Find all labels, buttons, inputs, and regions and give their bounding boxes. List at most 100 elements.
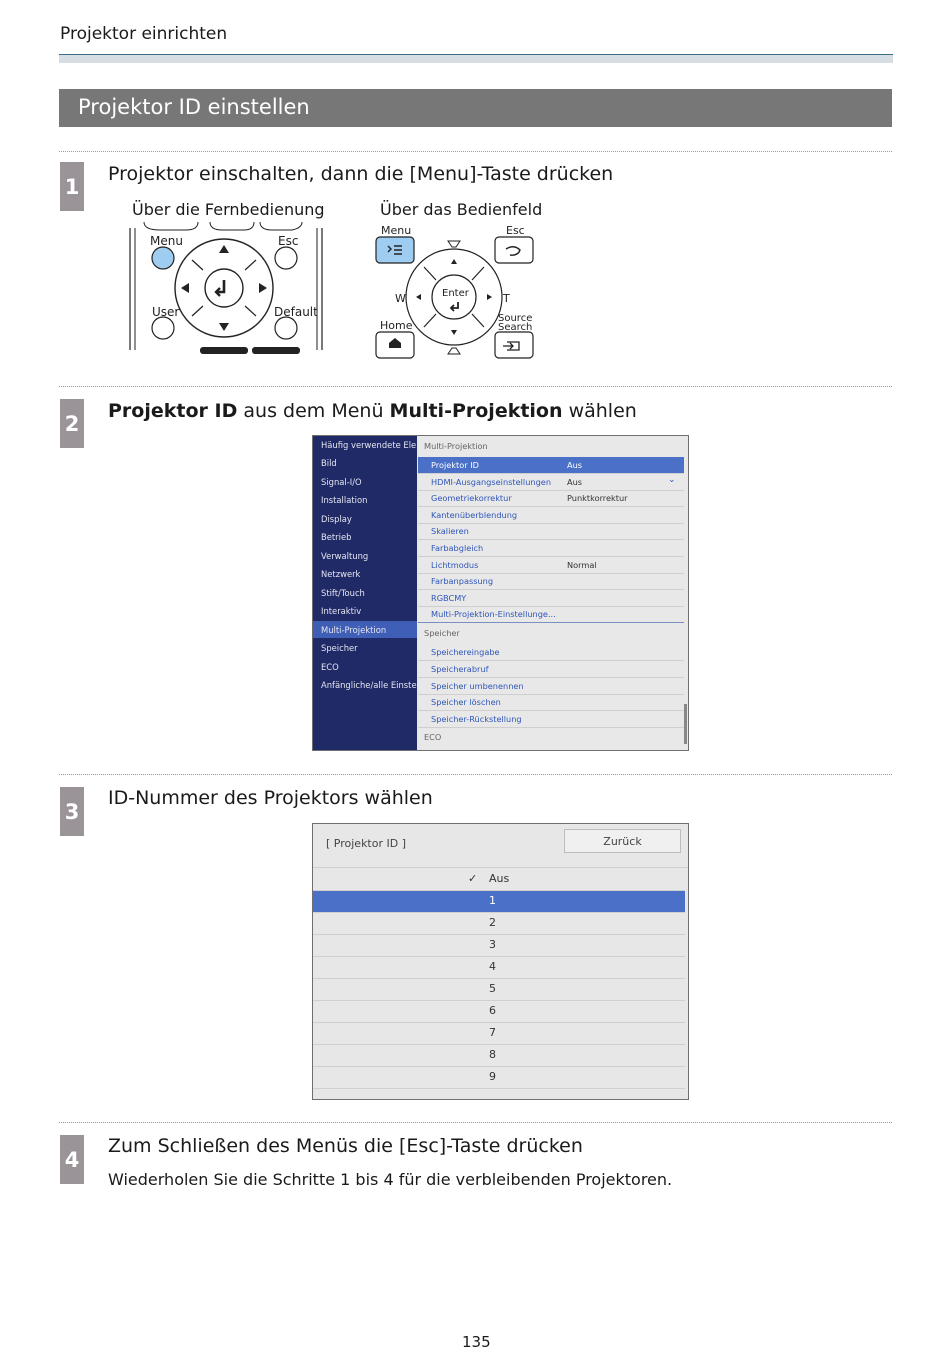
menu-row[interactable]: Speicher-Rückstellung [418,711,684,728]
menu-scrollbar[interactable] [684,704,687,744]
menu-row-label: Skalieren [431,526,469,536]
menu-row[interactable]: Speicher umbenennen [418,678,684,695]
remote-menu-button[interactable] [151,246,175,270]
remote-user-button[interactable] [151,316,175,340]
menu-row[interactable]: RGBCMY [418,590,684,607]
enter-icon [449,302,459,312]
keystone-icon [447,240,461,355]
menu-row[interactable]: Farbabgleich [418,540,684,557]
id-option[interactable]: 8 [313,1045,685,1067]
id-option-label: 5 [489,982,496,995]
back-button[interactable]: Zurück [564,829,681,853]
menu-left-item[interactable]: Bild [321,458,337,468]
menu-left-item[interactable]: Display [321,514,352,524]
id-option-label: 8 [489,1048,496,1061]
section-title-bar [59,89,892,127]
menu-row-label: Projektor ID [431,460,479,470]
menu-row-label: Speicher umbenennen [431,681,524,691]
step-2-title-mid: aus dem Menü [237,400,390,422]
menu-row-value: Punktkorrektur [567,493,628,503]
menu-left-item[interactable]: Speicher [321,643,358,653]
menu-left-item[interactable]: Verwaltung [321,551,369,561]
menu-right-header: Multi-Projektion [424,441,488,451]
remote-default-button[interactable] [274,316,298,340]
menu-row[interactable]: Speicherabruf [418,661,684,678]
menu-row[interactable]: Multi-Projektion-Einstellunge... [418,606,684,623]
menu-row-label: Speicher löschen [431,697,501,707]
menu-row[interactable]: Speichereingabe [418,644,684,661]
menu-row-label: Farbabgleich [431,543,484,553]
menu-row[interactable]: Kantenüberblendung [418,507,684,524]
id-option[interactable]: 5 [313,979,685,1001]
menu-left-item[interactable]: Installation [321,495,368,505]
menu-left-item[interactable]: Häufig verwendete Ele... [321,440,425,450]
step-number-3: 3 [60,787,84,836]
menu-left-item[interactable]: ECO [321,662,339,672]
step-divider [59,151,892,152]
section-title: Projektor ID einstellen [78,95,310,119]
menu-row-label: Speichereingabe [431,647,500,657]
menu-left-item[interactable]: Interaktiv [321,606,362,616]
id-option-label: 2 [489,916,496,929]
id-option-label: 7 [489,1026,496,1039]
id-option-selected[interactable]: 1 [313,891,685,913]
menu-row-label: Speicherabruf [431,664,489,674]
id-option-label: 9 [489,1070,496,1083]
configuration-menu-screenshot: Häufig verwendete Ele... Bild Signal-I/O… [312,435,689,751]
id-option[interactable]: 3 [313,935,685,957]
menu-row-label: RGBCMY [431,593,467,603]
menu-row[interactable]: Skalieren [418,523,684,540]
right-arrow-icon [259,283,267,293]
remote-esc-button[interactable] [274,246,298,270]
remote-control-illustration: Menu Esc User Default [129,222,323,354]
panel-enter-label: Enter [442,288,470,299]
id-option[interactable]: 9 [313,1067,685,1089]
panel-t-label: T [502,292,510,305]
menu-row-label: Kantenüberblendung [431,510,518,520]
menu-row-label: Multi-Projektion-Einstellunge... [431,609,556,619]
panel-search-label: Search [498,322,532,333]
panel-source-label: Source [498,313,532,324]
panel-esc-label: Esc [506,224,525,237]
home-icon [389,338,401,348]
menu-left-item[interactable]: Anfängliche/alle Einstel... [321,680,427,690]
step-2-title: Projektor ID aus dem Menü Multi-Projekti… [108,400,637,422]
control-panel-illustration: Enter Menu Esc W T Home Source Search [375,224,534,359]
id-option[interactable]: 4 [313,957,685,979]
step-4-title: Zum Schließen des Menüs die [Esc]-Taste … [108,1135,583,1157]
step-number-4: 4 [60,1135,84,1184]
step-1-title: Projektor einschalten, dann die [Menu]-T… [108,163,614,185]
menu-left-item[interactable]: Betrieb [321,532,352,542]
menu-left-item[interactable]: Stift/Touch [321,588,365,598]
menu-row[interactable]: Speicher löschen [418,694,684,711]
menu-row-label: Farbanpassung [431,576,494,586]
chevron-down-icon: ⌄ [668,475,676,485]
id-option[interactable]: 7 [313,1023,685,1045]
id-option-aus[interactable]: ✓Aus [313,869,685,891]
menu-left-item[interactable]: Netzwerk [321,569,361,579]
panel-home-label: Home [380,319,413,332]
step-2-title-bold-2: Multi-Projektion [389,400,563,422]
id-option[interactable]: 6 [313,1001,685,1023]
header-rule [59,54,893,63]
menu-eco-header: ECO [424,732,442,742]
menu-icon [387,245,402,255]
menu-left-item[interactable]: Signal-I/O [321,477,362,487]
panel-source-search-button[interactable] [494,331,534,359]
menu-speicher-header: Speicher [424,628,460,638]
menu-row-label: Lichtmodus [431,560,479,570]
panel-esc-button[interactable] [494,236,534,264]
id-option[interactable]: 2 [313,913,685,935]
panel-enter-button[interactable] [431,274,477,320]
menu-row[interactable]: Farbanpassung [418,573,684,590]
remote-menu-label: Menu [150,234,183,248]
menu-left-item-selected[interactable]: Multi-Projektion [321,625,387,635]
id-option-label: 1 [489,894,496,907]
menu-left-selection [313,621,417,638]
projector-id-screenshot: [ Projektor ID ] Zurück ✓Aus 1 2 3 4 5 6… [312,823,689,1100]
right-arrow-icon [487,294,492,300]
